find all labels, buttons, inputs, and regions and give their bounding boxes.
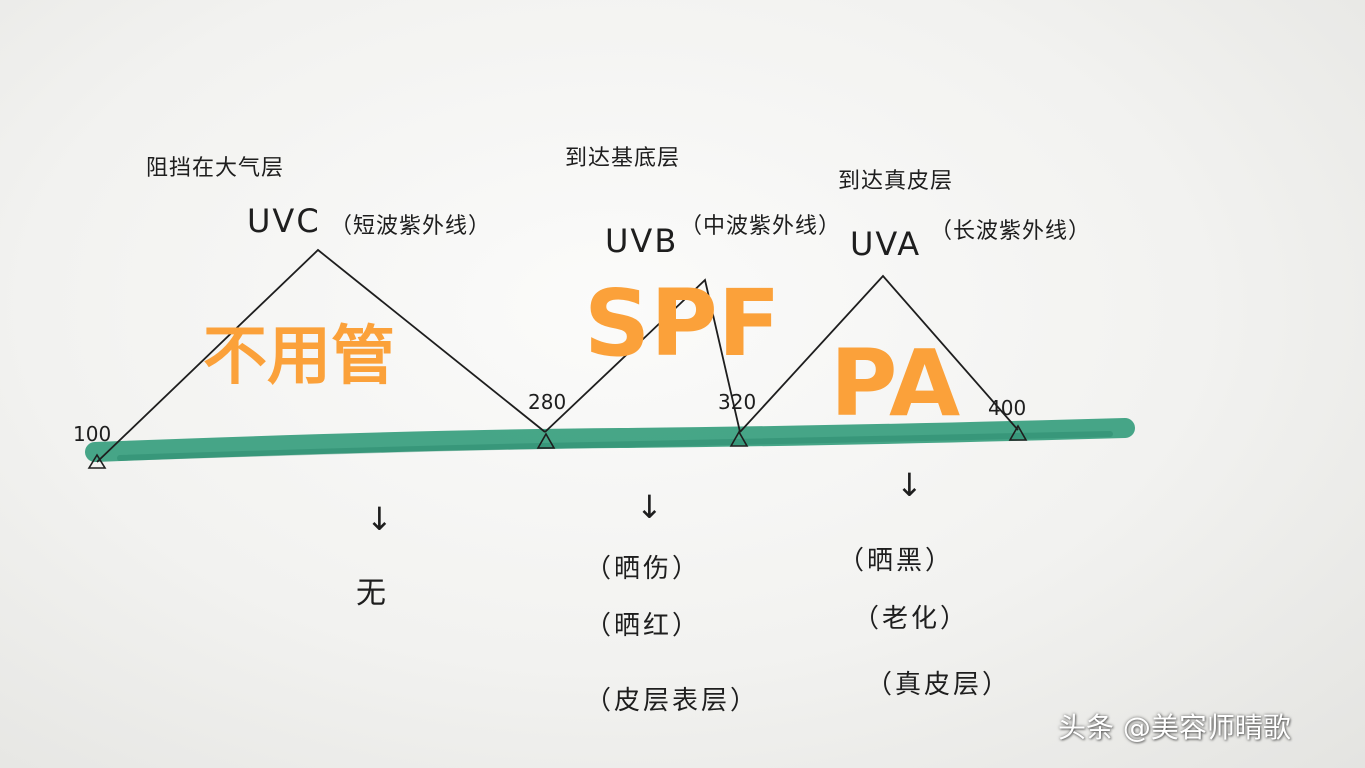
uvb-effect-0: （晒伤） <box>585 554 702 584</box>
uva-peak-line <box>739 274 1019 433</box>
uvc-peak-line <box>96 248 546 463</box>
tick-label-280: 280 <box>528 390 567 414</box>
uvc-label: UVC <box>247 202 321 240</box>
uvc-overlay-label: 不用管 <box>203 320 395 394</box>
tick-marker-280 <box>536 432 556 449</box>
uva-effect-0: （晒黑） <box>838 546 955 576</box>
uvb-effect-1: （晒红） <box>585 611 702 641</box>
uvb-note-top: 到达基底层 <box>565 146 681 171</box>
tick-marker-320 <box>729 430 749 447</box>
uvc-note-side: （短波紫外线） <box>330 214 492 239</box>
wavelength-band-shade <box>117 431 1113 461</box>
uva-arrow: ↓ <box>896 466 926 504</box>
uvb-note-side: （中波紫外线） <box>680 214 842 239</box>
uvc-arrow: ↓ <box>366 500 396 538</box>
uvb-overlay-label: SPF <box>584 270 781 377</box>
wavelength-band <box>85 418 1135 462</box>
uvb-arrow: ↓ <box>636 488 666 526</box>
tick-label-400: 400 <box>988 396 1027 420</box>
uva-overlay-label: PA <box>830 330 961 437</box>
tick-label-100: 100 <box>73 422 112 446</box>
uvb-label: UVB <box>605 222 679 260</box>
uvb-peak-line <box>544 278 741 433</box>
tick-label-320: 320 <box>718 390 757 414</box>
uvc-effect-0: 无 <box>356 576 389 611</box>
uva-label: UVA <box>850 225 922 263</box>
uvb-effect-2: （皮层表层） <box>585 686 760 716</box>
tick-marker-100 <box>87 453 107 469</box>
uva-note-side: （长波紫外线） <box>930 219 1092 244</box>
uva-effect-2: （真皮层） <box>866 670 1012 700</box>
uva-effect-1: （老化） <box>853 604 970 634</box>
uva-note-top: 到达真皮层 <box>838 169 954 194</box>
uvc-note-top: 阻挡在大气层 <box>146 156 285 181</box>
tick-marker-400 <box>1008 424 1028 441</box>
watermark: 头条 @美容师晴歌 <box>1058 711 1291 744</box>
